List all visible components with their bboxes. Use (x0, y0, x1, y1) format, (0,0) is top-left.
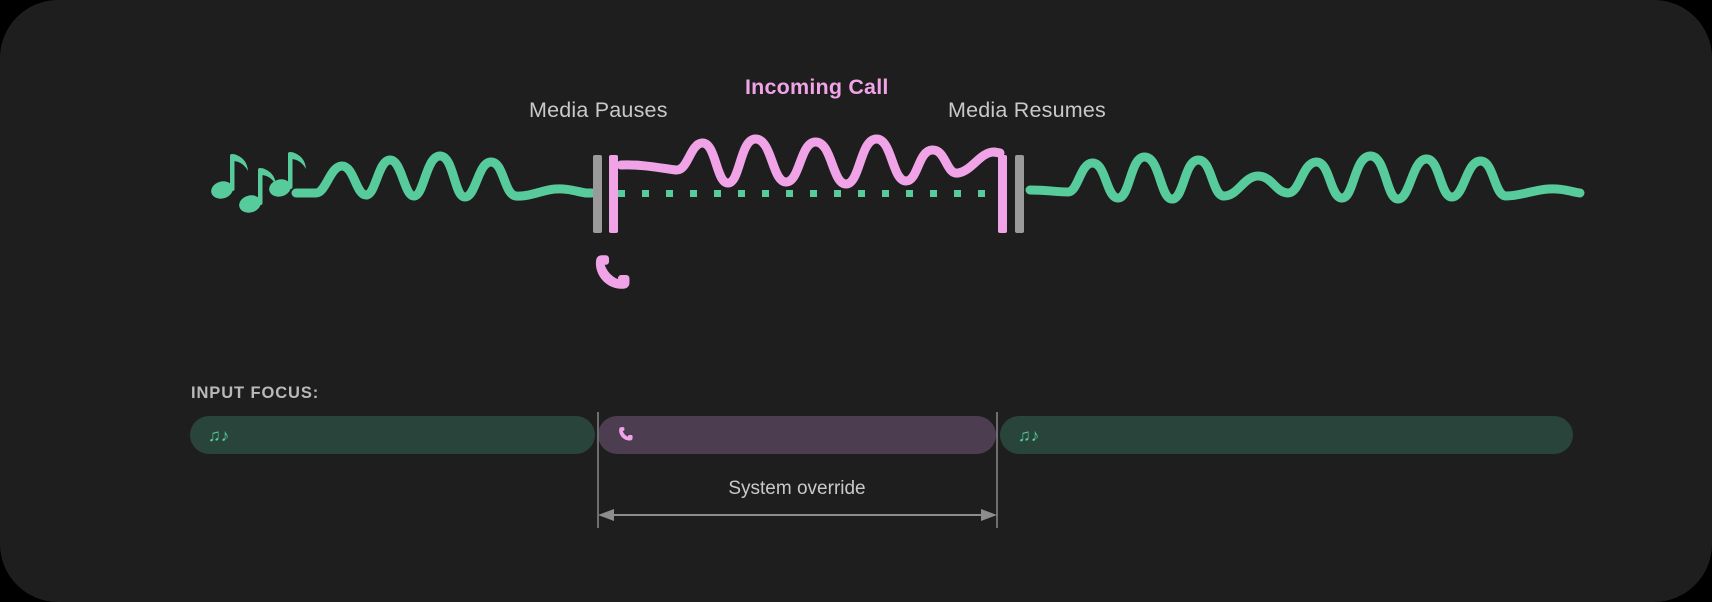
media-suspended-dots (618, 190, 985, 197)
system-override-label: System override (728, 478, 866, 499)
phone-handset-icon (595, 255, 630, 289)
focus-segment-media-before[interactable]: ♫♪ (190, 416, 595, 454)
music-notes-icon (211, 152, 306, 213)
media-waveform-after (1025, 151, 1585, 204)
pause-marker-pink-bar (609, 155, 618, 233)
focus-segment-media-after[interactable]: ♫♪ (1000, 416, 1573, 454)
label-incoming-call: Incoming Call (745, 75, 889, 99)
resume-marker-gray-bar (1015, 155, 1024, 233)
focus-segment-call[interactable] (598, 416, 996, 454)
resume-marker-pink-bar (998, 155, 1007, 233)
override-arrow-head-right (981, 509, 997, 521)
label-media-resumes: Media Resumes (948, 98, 1106, 122)
music-notes-icon: ♫♪ (1018, 425, 1040, 445)
media-waveform-before (291, 151, 597, 202)
music-notes-icon: ♫♪ (208, 425, 230, 445)
call-waveform (616, 134, 1005, 189)
input-focus-label: INPUT FOCUS: (191, 384, 320, 402)
label-media-pauses: Media Pauses (529, 98, 668, 122)
override-arrow-head-left (598, 509, 614, 521)
pause-marker-gray-bar (593, 155, 602, 233)
phone-handset-icon (619, 427, 633, 441)
